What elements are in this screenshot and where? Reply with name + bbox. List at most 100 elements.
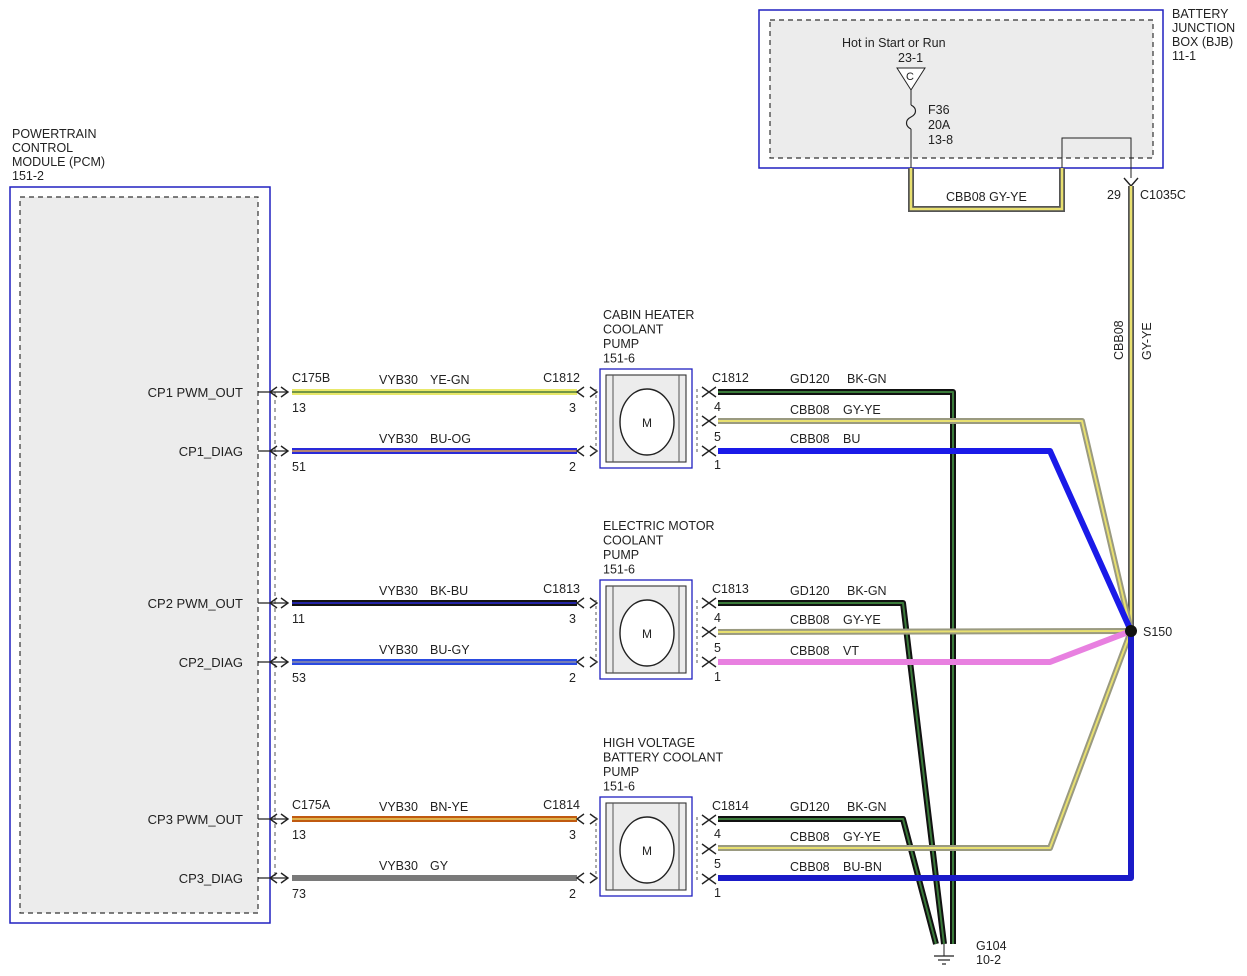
bjb-loop-wire-label: CBB08 GY-YE	[946, 190, 1027, 204]
pump-ref: 151-6	[603, 780, 635, 794]
pcm-pin-label: 13	[292, 828, 306, 842]
right-wire-circuit: CBB08	[790, 403, 830, 417]
right-wire-color: VT	[843, 644, 859, 658]
pump-pin-label: 2	[569, 671, 576, 685]
pump-connector-label: C1814	[543, 798, 580, 812]
right-wire-circuit: GD120	[790, 584, 830, 598]
ground-wire-1	[718, 389, 956, 944]
ground-ref: 10-2	[976, 953, 1001, 967]
gyye-wire-1	[718, 418, 1134, 632]
pump-right-connector: C1812	[712, 371, 749, 385]
wire-circuit-label: VYB30	[379, 584, 418, 598]
connector-arrow-icon	[280, 656, 290, 668]
pump-pin-label: 2	[569, 460, 576, 474]
fuse-ref: 13-8	[928, 133, 953, 147]
pump-title: PUMP	[603, 337, 639, 351]
splice-dot-icon	[1125, 625, 1137, 637]
power-ref: 23-1	[898, 51, 923, 65]
wire-color-label: BU-OG	[430, 432, 471, 446]
pcm-pin-label: 11	[292, 612, 305, 626]
right-wire-circuit: GD120	[790, 800, 830, 814]
fuse-name: F36	[928, 103, 950, 117]
pump-title: PUMP	[603, 548, 639, 562]
pump-title: COOLANT	[603, 534, 664, 548]
bjb-label-line3: BOX (BJB)	[1172, 35, 1233, 49]
right-wire-color: BK-GN	[847, 584, 887, 598]
pump-pin-label: 3	[569, 401, 576, 415]
connector-arrow-icon	[575, 386, 585, 398]
battery-junction-box: BATTERY JUNCTION BOX (BJB) 11-1 Hot in S…	[758, 7, 1235, 178]
pump-title: ELECTRIC MOTOR	[603, 519, 715, 533]
pcm-module: POWERTRAIN CONTROL MODULE (PCM) 151-2	[9, 127, 276, 924]
right-wire-circuit: CBB08	[790, 613, 830, 627]
right-wire-color: GY-YE	[843, 830, 881, 844]
pcm-label-ref: 151-2	[12, 169, 44, 183]
pcm-signal-label: CP2 PWM_OUT	[148, 596, 243, 611]
bjb-label-line1: BATTERY	[1172, 7, 1229, 21]
pcm-pin-label: 73	[292, 887, 306, 901]
pump-pin-label: 3	[569, 612, 576, 626]
pcm-label-line1: POWERTRAIN	[12, 127, 97, 141]
bu-wire	[718, 448, 1134, 633]
feed-connector: C1035C	[1140, 188, 1186, 202]
pcm-connector-label: C175B	[292, 371, 330, 385]
right-wire-circuit: CBB08	[790, 830, 830, 844]
right-wire-color: BK-GN	[847, 800, 887, 814]
feed-wire-circuit: CBB08	[1112, 320, 1126, 360]
pumps: CABIN HEATERCOOLANTPUMP151-6MC1812ELECTR…	[595, 308, 749, 897]
connector-arrow-icon	[280, 597, 290, 609]
ground-wire-3	[718, 816, 939, 945]
vt-wire	[718, 628, 1133, 665]
right-wire-color: BU	[843, 432, 860, 446]
pcm-signal-label: CP3_DIAG	[179, 871, 243, 886]
fuse-rating: 20A	[928, 118, 951, 132]
pcm-signal-label: CP1 PWM_OUT	[148, 385, 243, 400]
splice-label: S150	[1143, 625, 1172, 639]
right-wire-color: BU-BN	[843, 860, 882, 874]
right-wire-circuit: CBB08	[790, 644, 830, 658]
connector-arrow-icon	[1123, 177, 1139, 188]
right-wire-pin: 4	[714, 400, 721, 414]
pcm-signal-label: CP1_DIAG	[179, 444, 243, 459]
connector-arrow-icon	[575, 872, 585, 884]
pcm-pin-label: 53	[292, 671, 306, 685]
connector-arrow-icon	[280, 445, 290, 457]
power-title: Hot in Start or Run	[842, 36, 946, 50]
ground-name: G104	[976, 939, 1007, 953]
motor-icon	[619, 388, 675, 456]
pump-title: COOLANT	[603, 323, 664, 337]
bjb-label-ref: 11-1	[1172, 49, 1196, 63]
pump-right-connector: C1814	[712, 799, 749, 813]
bjb-label-line2: JUNCTION	[1172, 21, 1235, 35]
pcm-signal-label: CP2_DIAG	[179, 655, 243, 670]
right-wire-pin: 4	[714, 611, 721, 625]
pcm-label-line3: MODULE (PCM)	[12, 155, 105, 169]
pump-to-splice-wires	[717, 389, 1134, 945]
right-wire-circuit: CBB08	[790, 432, 830, 446]
wire-color-label: BK-BU	[430, 584, 468, 598]
pump-connector-label: C1812	[543, 371, 580, 385]
right-wire-color: GY-YE	[843, 403, 881, 417]
wire-circuit-label: VYB30	[379, 859, 418, 873]
splice-feed-wire: 29 C1035C CBB08 GY-YE	[1107, 177, 1186, 631]
pump-ref: 151-6	[603, 563, 635, 577]
power-source-triangle-icon	[896, 67, 926, 91]
feed-wire-color: GY-YE	[1140, 322, 1154, 360]
motor-label: M	[642, 844, 652, 858]
pump-ref: 151-6	[603, 352, 635, 366]
ground-icon	[934, 955, 954, 965]
connector-arrow-icon	[575, 813, 585, 825]
gyye-wire-3	[718, 629, 1134, 851]
wire-color-label: GY	[430, 859, 449, 873]
pump-right-connector: C1813	[712, 582, 749, 596]
